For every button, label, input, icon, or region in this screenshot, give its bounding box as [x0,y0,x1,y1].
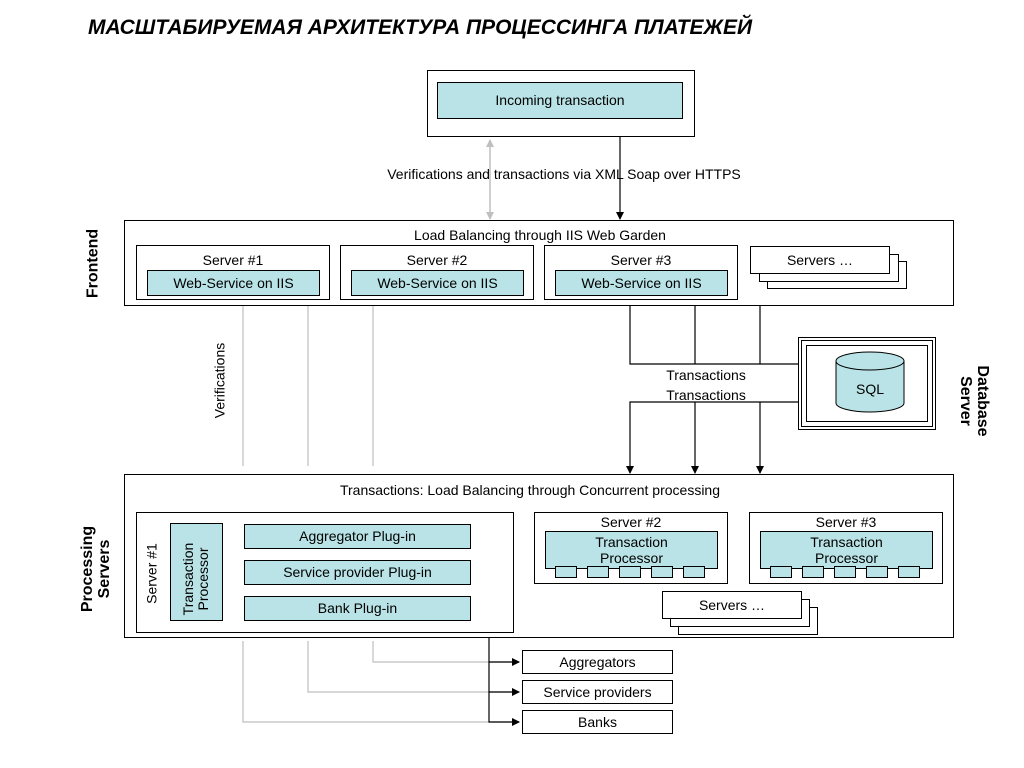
port [898,566,920,578]
transaction-processor-box: Transaction Processor [170,523,223,621]
bank-plugin-box: Bank Plug-in [244,596,471,621]
more-servers-box: Servers … [662,591,802,619]
server-name: Server #1 [202,252,264,268]
web-service-box: Web-Service on IIS [555,270,728,296]
port [555,566,577,578]
server-name: Server #3 [610,252,672,268]
processing-side-label: Processing Servers [79,525,113,613]
port [587,566,609,578]
service-provider-plugin-box: Service provider Plug-in [244,560,471,585]
incoming-frame: Incoming transaction [427,70,695,137]
aggregator-plugin-box: Aggregator Plug-in [244,524,471,549]
incoming-transaction-box: Incoming transaction [437,82,683,119]
verifications-label: Verifications [211,342,228,419]
server-name: Server #1 [143,543,160,604]
banks-box: Banks [522,710,673,734]
sql-label: SQL [855,381,884,397]
more-servers-box: Servers … [750,246,890,274]
frontend-server-2: Server #2 Web-Service on IIS [340,245,534,300]
port [651,566,673,578]
processing-server-3: Server #3 Transaction Processor [749,512,943,584]
transactions-label: Transactions [666,367,746,383]
page-title: МАСШТАБИРУЕМАЯ АРХИТЕКТУРА ПРОЦЕССИНГА П… [88,16,753,39]
frontend-label: Frontend [84,228,102,299]
aggregators-box: Aggregators [522,650,673,674]
sql-cylinder [835,351,905,413]
port [802,566,824,578]
frontend-header: Load Balancing through IIS Web Garden [414,227,666,243]
port [683,566,705,578]
server-name: Server #2 [406,252,468,268]
processor-label: Transaction Processor [180,542,211,616]
server-name: Server #3 [815,514,877,530]
processing-frame: Transactions: Load Balancing through Con… [124,474,954,638]
transaction-processor-box: Transaction Processor [545,531,718,569]
port [770,566,792,578]
frontend-server-1: Server #1 Web-Service on IIS [136,245,330,300]
transactions-label: Transactions [666,387,746,403]
server-name: Server #2 [600,514,662,530]
processing-server-1: Server #1 Transaction Processor Aggregat… [136,512,514,633]
database-server-box: SQL [798,337,936,430]
frontend-server-3: Server #3 Web-Service on IIS [544,245,738,300]
protocol-label: Verifications and transactions via XML S… [387,166,741,182]
port [834,566,856,578]
processing-server-2: Server #2 Transaction Processor [534,512,728,584]
port [866,566,888,578]
frontend-frame: Load Balancing through IIS Web Garden Se… [124,220,954,306]
processing-header: Transactions: Load Balancing through Con… [339,482,721,498]
transaction-processor-box: Transaction Processor [760,531,933,569]
web-service-box: Web-Service on IIS [147,270,320,296]
web-service-box: Web-Service on IIS [351,270,524,296]
database-side-label: Database Server [957,365,991,437]
service-providers-box: Service providers [522,680,673,704]
port [619,566,641,578]
